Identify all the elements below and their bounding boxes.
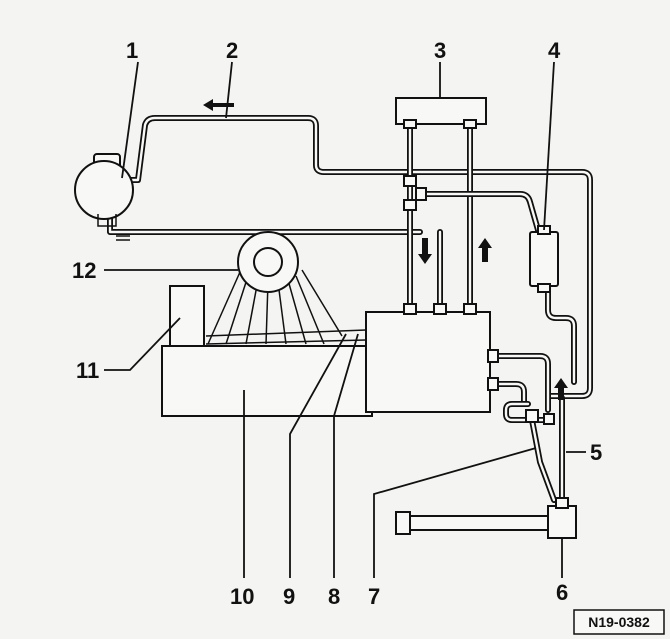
callout-2: 2	[226, 38, 238, 63]
callout-12: 12	[72, 258, 96, 283]
valve-outlet-hose	[545, 287, 577, 385]
engine-block	[365, 311, 491, 413]
coolant-valve	[529, 225, 559, 293]
callout-6: 6	[556, 580, 568, 605]
callout-labels: 1 2 3 4 5 6 7 8 9 10 11 12	[72, 38, 602, 609]
coolant-pump	[237, 231, 299, 293]
thermostat-housing	[169, 285, 205, 347]
radiator-hose-bundle	[205, 269, 367, 345]
callout-4: 4	[548, 38, 561, 63]
callout-7: 7	[368, 584, 380, 609]
leader-lines	[104, 61, 586, 578]
arrow-down-icon	[418, 238, 432, 264]
heat-exchanger	[395, 497, 577, 539]
callout-1: 1	[126, 38, 138, 63]
flow-arrows	[203, 99, 568, 400]
callout-8: 8	[328, 584, 340, 609]
callout-11: 11	[76, 358, 99, 383]
arrow-left-icon	[203, 99, 234, 111]
arrow-up-icon	[554, 378, 568, 400]
radiator	[161, 345, 373, 417]
coolant-hoses	[107, 115, 593, 503]
callout-5: 5	[590, 440, 602, 465]
reference-code-box: N19-0382	[573, 609, 665, 635]
reference-code: N19-0382	[588, 614, 650, 630]
tank-outlet-hose	[107, 211, 423, 235]
callout-10: 10	[230, 584, 254, 609]
expansion-tank	[74, 153, 134, 241]
valve-feed-hose	[417, 191, 541, 233]
arrow-up-icon	[478, 238, 492, 262]
callout-9: 9	[283, 584, 295, 609]
callout-3: 3	[434, 38, 446, 63]
